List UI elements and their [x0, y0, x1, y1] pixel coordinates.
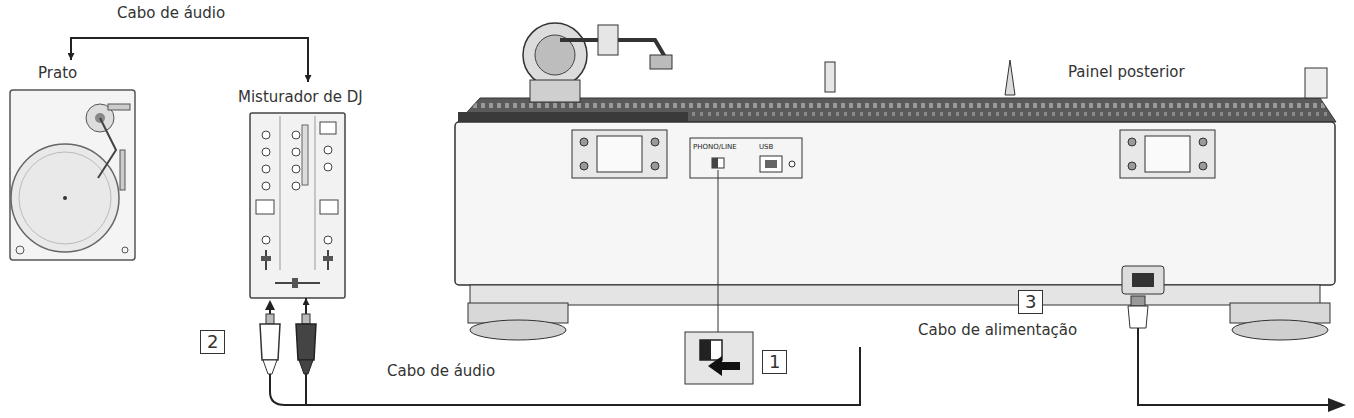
turntable-node: Prato [8, 60, 138, 265]
switch-detail [685, 170, 753, 384]
mixer-icon [250, 113, 345, 298]
rca-plug-red [296, 314, 316, 374]
callout-number: 2 [200, 330, 225, 354]
callout-number: 3 [1018, 290, 1043, 314]
turntable-node: Painel posterior [452, 55, 1340, 347]
node-title: Misturador de DJ [238, 88, 363, 106]
panel-marking: USB [759, 143, 773, 151]
node-title: Prato [38, 64, 77, 82]
mixer-node: Misturador de DJ [232, 82, 396, 298]
cable-connector [71, 38, 308, 82]
power-cord [1128, 296, 1346, 412]
turntable-icon [10, 90, 135, 260]
callout-number: 1 [762, 350, 787, 374]
cable-connector [306, 298, 860, 405]
turntable-rear-view [455, 23, 1336, 340]
cable-label: Cabo de áudio [385, 362, 497, 380]
panel-marking: PHONO/LINE [693, 143, 737, 151]
node-title: Painel posterior [1068, 63, 1185, 81]
part-name: Cabo de alimentação [918, 321, 1077, 339]
cable-label: Cabo de áudio [115, 4, 227, 22]
